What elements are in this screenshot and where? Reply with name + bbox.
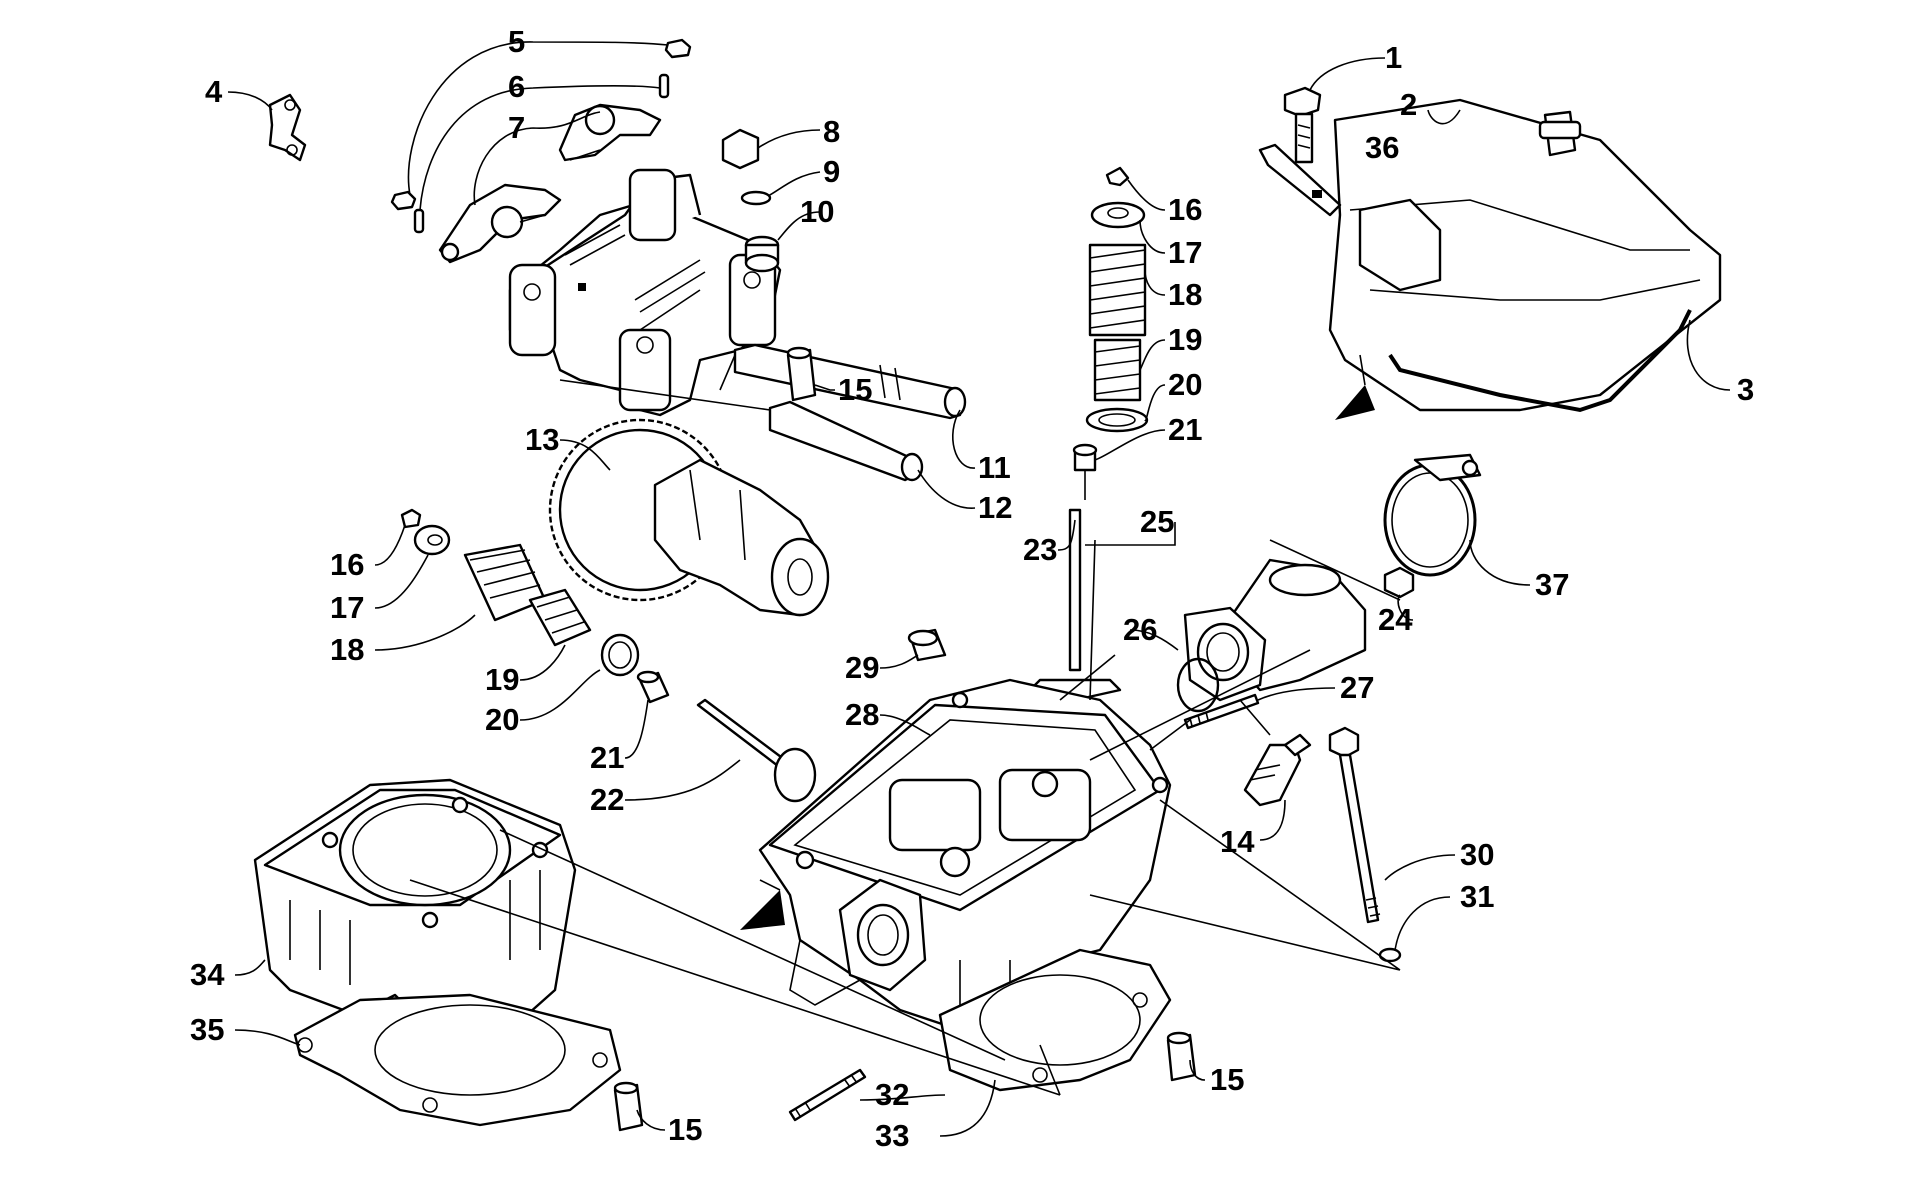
spring-seat-left (600, 633, 640, 677)
spring-seat-right (1085, 407, 1149, 433)
cylinder-base-gasket (293, 993, 622, 1127)
callout-11: 11 (978, 450, 1011, 485)
callout-29: 29 (845, 650, 879, 685)
valve-guide (907, 628, 947, 662)
callout-5: 5 (508, 24, 525, 59)
valve-keeper-right (1105, 166, 1130, 187)
callout-14: 14 (1220, 824, 1255, 859)
rocker-arm-lower (438, 183, 562, 264)
inner-spring-right (1093, 338, 1142, 402)
housing-nut (721, 128, 780, 273)
valve-cover-gasket (1388, 309, 1692, 413)
callout-labels: 1 2 3 4 5 6 7 8 9 10 11 12 13 14 15 15 1… (190, 24, 1754, 1153)
callout-10: 10 (800, 194, 834, 229)
rocker-clip (268, 93, 307, 162)
callout-32: 32 (875, 1077, 909, 1112)
camshaft (653, 458, 830, 617)
callout-19-right: 19 (1168, 322, 1202, 357)
callout-18-right: 18 (1168, 277, 1202, 312)
rocker-housing (508, 168, 782, 417)
cover-bolt (1283, 86, 1322, 164)
callout-3: 3 (1737, 372, 1754, 407)
valve-cover (1328, 98, 1722, 412)
callout-20-right: 20 (1168, 367, 1202, 402)
callout-25: 25 (1140, 504, 1174, 539)
spring-retainer-right (1090, 201, 1146, 229)
callout-9: 9 (823, 154, 840, 189)
callout-4: 4 (205, 74, 223, 109)
callout-23: 23 (1023, 532, 1057, 567)
intake-valve (1028, 508, 1122, 702)
valve-seal-left (636, 670, 670, 704)
callout-21-right: 21 (1168, 412, 1202, 447)
callout-20-left: 20 (485, 702, 519, 737)
callout-30: 30 (1460, 837, 1494, 872)
callout-16-left: 16 (330, 547, 364, 582)
hose-clamp (1383, 453, 1482, 577)
dowel-pin-cylinder (613, 1081, 644, 1132)
callout-28: 28 (845, 697, 879, 732)
spring-retainer-left (413, 524, 451, 556)
callout-17-right: 17 (1168, 235, 1202, 270)
intake-adapter (1183, 558, 1367, 702)
exhaust-valve (696, 698, 817, 803)
callout-33: 33 (875, 1118, 909, 1153)
callout-34: 34 (190, 957, 225, 992)
callout-6: 6 (508, 69, 525, 104)
callout-13: 13 (525, 422, 559, 457)
rocker-adjuster (413, 73, 670, 234)
callout-19-left: 19 (485, 662, 519, 697)
head-stud (788, 1068, 867, 1122)
intake-gasket (1176, 657, 1220, 713)
callout-12: 12 (978, 490, 1012, 525)
valve-keeper-left (400, 508, 422, 529)
callout-1: 1 (1385, 40, 1402, 75)
callout-15-head: 15 (1210, 1062, 1244, 1097)
rocker-arm-upper (558, 103, 662, 162)
callout-18-left: 18 (330, 632, 364, 667)
leader-lines (227, 41, 1731, 1137)
callout-7: 7 (508, 110, 525, 145)
callout-36: 36 (1365, 130, 1399, 165)
head-gasket (938, 948, 1172, 1092)
assembly-arrows (409, 149, 1401, 1096)
callout-22: 22 (590, 782, 624, 817)
callout-26: 26 (1123, 612, 1157, 647)
callout-24: 24 (1378, 602, 1413, 637)
callout-8: 8 (823, 114, 840, 149)
outer-spring-right (1088, 243, 1147, 337)
callout-31: 31 (1460, 879, 1494, 914)
callout-27: 27 (1340, 670, 1374, 705)
rocker-nut (390, 38, 692, 211)
dowel-pin-upper (786, 346, 817, 402)
callout-37: 37 (1535, 567, 1569, 602)
cylinder (253, 778, 577, 1042)
outer-spring-left (463, 543, 547, 622)
callout-16-right: 16 (1168, 192, 1202, 227)
inner-spring-left (528, 588, 592, 647)
callout-17-left: 17 (330, 590, 364, 625)
head-bolt (1328, 726, 1381, 924)
adapter-nut (1383, 566, 1415, 599)
cover-bracket (1258, 143, 1342, 217)
callout-21-left: 21 (590, 740, 624, 775)
callout-15-upper: 15 (838, 372, 872, 407)
dowel-pin-head (1166, 1031, 1197, 1082)
callout-35: 35 (190, 1012, 224, 1047)
valve-seal-right (1072, 443, 1098, 472)
intake-stud (1183, 693, 1260, 730)
spark-plug (1243, 733, 1312, 807)
callout-2: 2 (1400, 87, 1417, 122)
bolt-washer (1378, 947, 1402, 963)
callout-15-base: 15 (668, 1112, 702, 1147)
